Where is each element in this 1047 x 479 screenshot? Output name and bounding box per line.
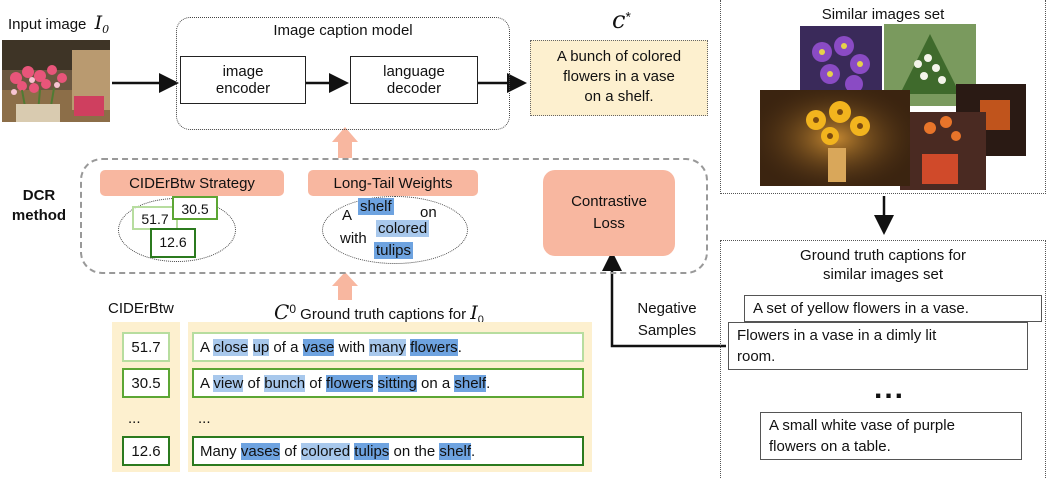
gt-heading-symbol: C: [274, 300, 290, 324]
cidrbtw-column-label: CIDErBtw: [108, 300, 174, 317]
caption-word: many: [369, 339, 406, 356]
gt-caption-ellipsis: ...: [198, 410, 211, 427]
caption-word: of: [280, 443, 301, 460]
gt-score-3: 12.6: [122, 436, 170, 466]
gt-caption-row-3: Many vases of colored tulips on the shel…: [192, 436, 584, 466]
output-caption: A bunch of colored flowers in a vase on …: [530, 40, 708, 116]
caption-word: sitting: [377, 375, 417, 392]
caption-word: .: [457, 339, 462, 356]
caption-word: colored: [300, 443, 351, 460]
similar-gt-caption-3: A small white vase of purple flowers on …: [760, 412, 1022, 460]
caption-word: .: [471, 443, 476, 460]
word-a: A: [342, 207, 353, 224]
similar-images-collage: [760, 24, 1026, 190]
similar-gt-caption-2: Flowers in a vase in a dimly lit room.: [728, 322, 1028, 370]
caption-word: of a: [269, 339, 303, 356]
caption-word: [248, 339, 252, 356]
caption-model-title: Image caption model: [273, 22, 413, 39]
caption-word: vase: [302, 339, 335, 356]
caption-word: on a: [416, 375, 455, 392]
caption-model-frame: [176, 17, 510, 130]
score-box-1: 51.7: [132, 206, 178, 230]
word-tulips: tulips: [374, 242, 414, 259]
caption-word: flowers: [410, 339, 458, 356]
input-image-label: Input image I0: [8, 12, 110, 36]
caption-word: up: [252, 339, 270, 356]
caption-word: vases: [240, 443, 281, 460]
word-on: on: [420, 204, 437, 221]
language-decoder-box: language decoder: [350, 56, 478, 104]
caption-word: close: [213, 339, 249, 356]
gt-score-2: 30.5: [122, 368, 170, 398]
word-with: with: [340, 230, 367, 247]
dcr-method-label: DCR method: [11, 187, 67, 224]
input-image: [2, 40, 110, 122]
caption-word: A: [200, 375, 214, 392]
caption-word: shelf: [439, 443, 472, 460]
arrow-gt-to-dcr: [332, 272, 358, 300]
caption-word: on the: [389, 443, 440, 460]
weights-ellipse: [322, 196, 468, 264]
gt-score-1: 51.7: [122, 332, 170, 362]
similar-images-title: Similar images set: [821, 6, 945, 23]
input-symbol-sub: 0: [102, 23, 110, 36]
gt-caption-row-1: A close up of a vase with many flowers.: [192, 332, 584, 362]
caption-word: with: [334, 339, 370, 356]
gt-caption-row-2: A view of bunch of flowers sitting on a …: [192, 368, 584, 398]
gt-heading-target: I: [470, 302, 478, 324]
caption-word: view: [213, 375, 244, 392]
long-tail-weights-label: Long-Tail Weights: [308, 170, 478, 196]
similar-gt-title: Ground truth captions for similar images…: [800, 247, 966, 283]
similar-gt-ellipsis: ...: [874, 372, 906, 405]
word-shelf: shelf: [358, 198, 394, 215]
similar-gt-frame: [720, 240, 1046, 478]
dcr-frame: [80, 158, 708, 274]
similar-images-frame: [720, 0, 1046, 194]
score-box-3: 12.6: [150, 228, 196, 258]
negative-samples-label: Negative Samples: [637, 300, 697, 339]
gt-heading: C0 Ground truth captions for I0: [274, 300, 484, 326]
gt-heading-sup: 0: [289, 302, 296, 316]
cidrbtw-strategy-label: CIDErBtw Strategy: [100, 170, 284, 196]
output-symbol-sup: *: [625, 8, 631, 25]
output-symbol: c*: [612, 6, 631, 34]
caption-word: bunch: [264, 375, 306, 392]
gt-heading-text: Ground truth captions for: [300, 306, 467, 323]
similar-gt-caption-1: A set of yellow flowers in a vase.: [744, 295, 1042, 322]
gt-score-ellipsis: ...: [128, 410, 141, 427]
score-box-2: 30.5: [172, 196, 218, 220]
caption-word: A: [200, 339, 214, 356]
caption-word: of: [305, 375, 326, 392]
caption-word: tulips: [354, 443, 390, 460]
gt-heading-target-sub: 0: [477, 314, 484, 326]
caption-word: .: [486, 375, 491, 392]
caption-word: flowers: [325, 375, 374, 392]
caption-word: shelf: [454, 375, 487, 392]
arrow-dcr-to-model: [332, 127, 358, 158]
caption-word: Many: [200, 443, 241, 460]
arrow-negative-samples: [602, 251, 726, 348]
word-colored: colored: [376, 220, 430, 237]
caption-word: of: [243, 375, 265, 392]
input-symbol: I: [94, 12, 103, 34]
contrastive-loss-box: Contrastive Loss: [543, 170, 675, 256]
image-encoder-box: image encoder: [180, 56, 306, 104]
